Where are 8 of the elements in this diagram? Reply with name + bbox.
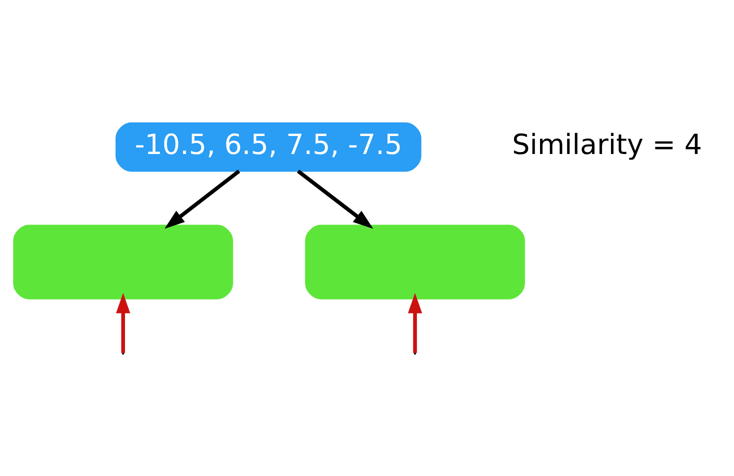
node-box: [13, 224, 234, 299]
arrow: [408, 292, 422, 352]
arrow: [296, 169, 374, 228]
arrow: [164, 169, 240, 228]
node-label: Similarity = 4: [512, 128, 702, 161]
node-box: [305, 224, 525, 299]
node-box: -10.5, 6.5, 7.5, -7.5: [116, 122, 422, 172]
arrow: [116, 292, 130, 352]
